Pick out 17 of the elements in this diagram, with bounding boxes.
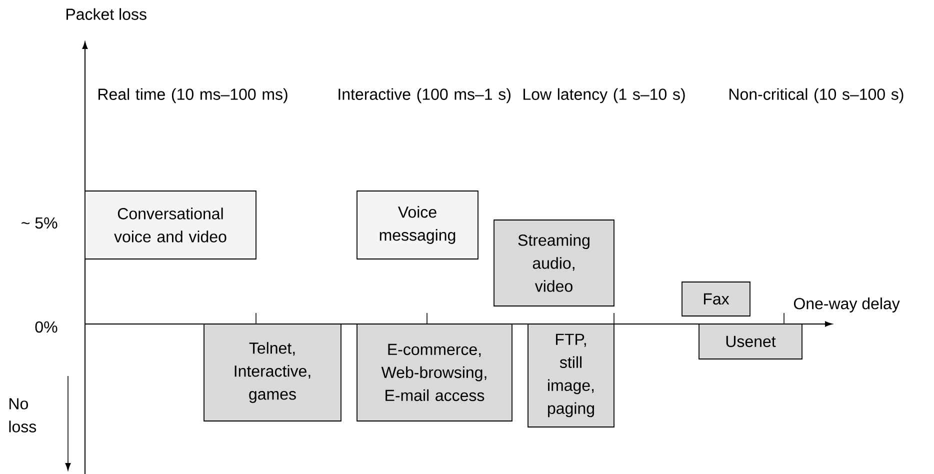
application-box: Streaming audio, video — [494, 220, 614, 306]
application-box: Fax — [682, 282, 750, 316]
application-box: Usenet — [698, 324, 802, 360]
application-box: Telnet, Interactive, games — [204, 324, 342, 422]
application-box: FTP, still image, paging — [528, 324, 614, 428]
axis-label: No loss — [9, 398, 36, 432]
category-label: Low latency (1 s–10 s) — [524, 88, 685, 104]
application-box: Voice messaging — [356, 190, 478, 260]
application-box: Conversational voice and video — [84, 190, 256, 260]
category-label: Interactive (100 ms–1 s) — [338, 88, 510, 104]
tick-label: ~ 5% — [22, 217, 58, 229]
category-label: Non-critical (10 s–100 s) — [730, 88, 904, 104]
category-label: Real time (10 ms–100 ms) — [98, 88, 288, 104]
application-box: E-commerce, Web-browsing, E-mail access — [356, 324, 512, 422]
axis-label: Packet loss — [66, 8, 146, 20]
tick-label: 0% — [35, 321, 58, 333]
axis-label: One-way delay — [794, 298, 900, 312]
